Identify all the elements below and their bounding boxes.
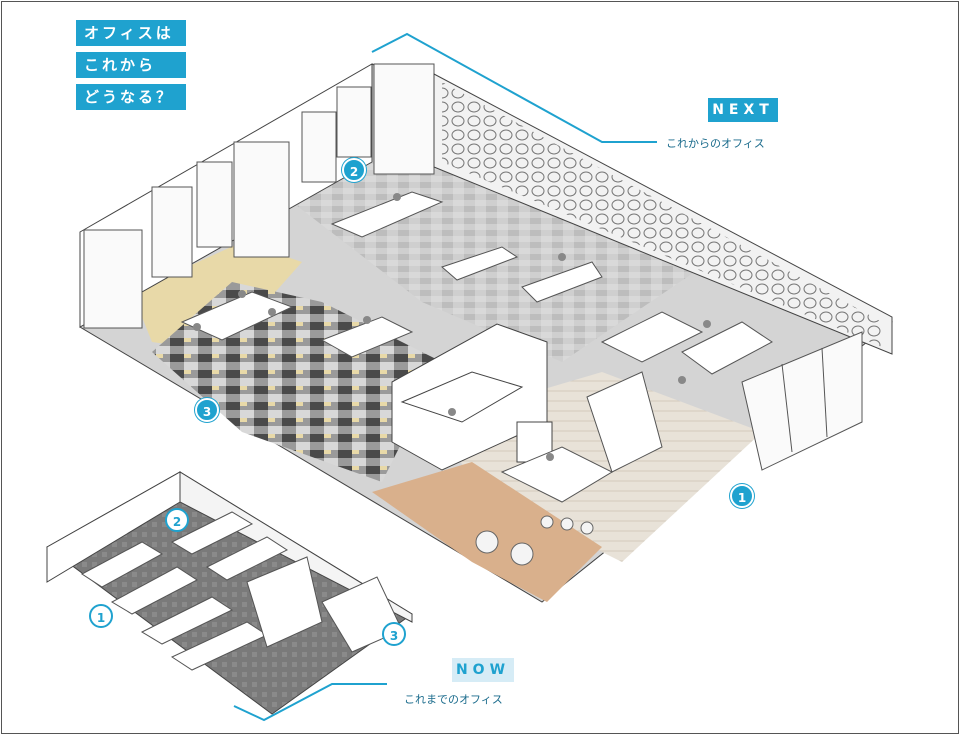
next-marker-2: 2 [342,158,366,182]
now-caption: これまでのオフィス [404,693,503,706]
title-line-1: オフィスは [76,20,186,46]
now-marker-1: 1 [89,604,113,628]
title-line-3: どうなる？ [76,84,186,110]
now-marker-2: 2 [165,508,189,532]
next-caption: これからのオフィス [666,137,765,150]
next-tag: NEXT [708,98,778,122]
title-line-2: これから [76,52,186,78]
now-tag: NOW [452,658,514,682]
next-marker-3: 3 [195,398,219,422]
next-marker-1: 1 [730,484,754,508]
now-marker-3: 3 [382,622,406,646]
